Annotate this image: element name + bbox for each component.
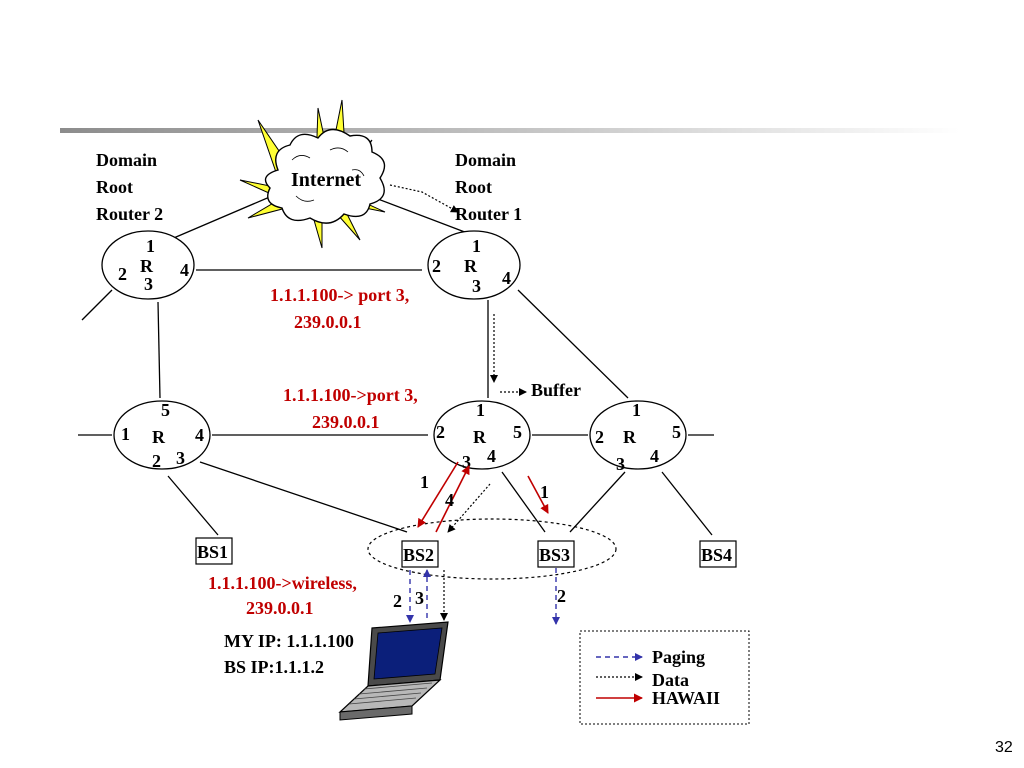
data-flow-internet [389, 184, 459, 213]
legend: Paging Data HAWAII [579, 630, 750, 725]
base-station-bs4: BS4 [699, 540, 737, 568]
hawaii-arrow-1b [527, 475, 549, 514]
svg-text:1.1.1.100->port 3,: 1.1.1.100->port 3, [283, 385, 418, 405]
svg-text:1.1.1.100-> port 3,: 1.1.1.100-> port 3, [270, 285, 409, 305]
svg-text:3: 3 [616, 454, 625, 474]
svg-text:Domain: Domain [96, 150, 157, 170]
header-rule [60, 128, 960, 133]
svg-text:R: R [623, 427, 637, 447]
legend-data-label: Data [652, 670, 689, 690]
laptop-icon [338, 621, 449, 721]
base-station-bs1: BS1 [195, 537, 233, 565]
domain-root-router-2-label: Domain Root Router 2 [96, 150, 163, 224]
svg-text:5: 5 [672, 422, 681, 442]
svg-text:4: 4 [180, 260, 189, 280]
svg-text:4: 4 [195, 425, 204, 445]
internet-cloud-icon [239, 99, 386, 249]
svg-text:Root: Root [96, 177, 133, 197]
svg-text:R: R [464, 256, 478, 276]
svg-text:239.0.0.1: 239.0.0.1 [312, 412, 380, 432]
svg-text:R: R [473, 427, 487, 447]
step-1b: 1 [540, 482, 549, 502]
svg-text:R: R [152, 427, 166, 447]
network-links [78, 195, 714, 536]
hawaii-arrow-1 [417, 461, 459, 528]
svg-text:BS1: BS1 [197, 542, 228, 562]
legend-paging-label: Paging [652, 647, 705, 667]
svg-text:R: R [140, 256, 154, 276]
step-4: 4 [445, 490, 454, 510]
step-2: 2 [393, 591, 402, 611]
domain-root-router-1-label: Domain Root Router 1 [455, 150, 522, 224]
svg-text:1: 1 [121, 424, 130, 444]
step-2b: 2 [557, 586, 566, 606]
route-entry-wireless: 1.1.1.100->wireless, 239.0.0.1 [208, 573, 357, 618]
svg-text:1.1.1.100->wireless,: 1.1.1.100->wireless, [208, 573, 357, 593]
svg-text:5: 5 [513, 422, 522, 442]
router-domain-2: 1 2 3 4 R [101, 230, 195, 300]
svg-text:3: 3 [144, 274, 153, 294]
bs-ip-label: BS IP:1.1.1.2 [224, 657, 324, 677]
router-middle: 1 2 5 3 4 R [433, 400, 531, 472]
route-entry-middle: 1.1.1.100->port 3, 239.0.0.1 [283, 385, 418, 432]
step-3: 3 [415, 588, 424, 608]
svg-text:BS3: BS3 [539, 545, 570, 565]
svg-text:Root: Root [455, 177, 492, 197]
svg-text:2: 2 [118, 264, 127, 284]
svg-text:5: 5 [161, 400, 170, 420]
svg-text:3: 3 [462, 452, 471, 472]
paging-area [367, 518, 617, 580]
svg-text:2: 2 [436, 422, 445, 442]
mobile-ip-label: MY IP: 1.1.1.100 [224, 631, 354, 651]
svg-text:239.0.0.1: 239.0.0.1 [246, 598, 314, 618]
svg-text:1: 1 [472, 236, 481, 256]
svg-text:1: 1 [476, 400, 485, 420]
router-domain-1: 1 2 3 4 R [427, 230, 521, 300]
svg-text:Router 2: Router 2 [96, 204, 163, 224]
svg-text:4: 4 [502, 268, 511, 288]
page-number: 32 [995, 739, 1013, 756]
router-left: 5 1 4 2 3 R [113, 400, 211, 471]
svg-text:4: 4 [487, 446, 496, 466]
svg-text:Domain: Domain [455, 150, 516, 170]
step-1: 1 [420, 472, 429, 492]
svg-text:3: 3 [472, 276, 481, 296]
svg-text:2: 2 [432, 256, 441, 276]
svg-text:BS2: BS2 [403, 545, 434, 565]
svg-text:3: 3 [176, 448, 185, 468]
svg-text:2: 2 [152, 451, 161, 471]
svg-text:2: 2 [595, 427, 604, 447]
svg-text:1: 1 [632, 400, 641, 420]
svg-text:Router 1: Router 1 [455, 204, 522, 224]
svg-text:BS4: BS4 [701, 545, 732, 565]
internet-label: Internet [291, 169, 361, 191]
buffer-label: Buffer [531, 380, 581, 400]
legend-hawaii-label: HAWAII [652, 688, 720, 708]
svg-text:1: 1 [146, 236, 155, 256]
route-entry-top: 1.1.1.100-> port 3, 239.0.0.1 [270, 285, 409, 332]
svg-text:4: 4 [650, 446, 659, 466]
base-station-bs2: BS2 [401, 540, 439, 568]
router-right: 1 2 5 3 4 R [589, 400, 687, 474]
svg-text:239.0.0.1: 239.0.0.1 [294, 312, 362, 332]
base-station-bs3: BS3 [537, 540, 575, 568]
hawaii-arrow-4 [435, 465, 470, 533]
data-arrow-to-bs2 [447, 483, 491, 533]
